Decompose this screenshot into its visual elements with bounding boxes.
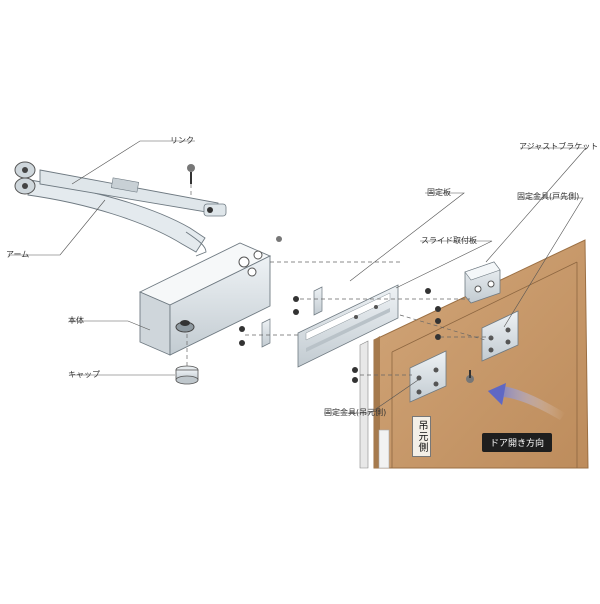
slide-mounting-plate <box>297 284 399 368</box>
cap <box>175 365 199 385</box>
label-link: リンク <box>170 136 194 145</box>
label-arm: アーム <box>6 250 30 259</box>
frame-strip <box>378 429 390 469</box>
closer-body <box>138 242 272 356</box>
door-open-direction-arrow <box>488 383 565 420</box>
label-cap: キャップ <box>68 370 100 379</box>
link-rod <box>39 169 227 217</box>
label-slide-plate: スライド取付板 <box>421 236 477 245</box>
fixed-plate <box>261 286 323 348</box>
hinge-side-tag: 吊元側 <box>412 416 431 457</box>
label-fixing-hinge-side: 固定金具(吊元側) <box>324 408 387 417</box>
label-body: 本体 <box>68 316 84 325</box>
fixing-bracket-hinge-side <box>409 350 447 403</box>
adjust-bracket <box>464 261 501 304</box>
label-fixing-door-side: 固定金具(戸先側) <box>517 192 580 201</box>
door-open-direction-label: ドア開き方向 <box>482 433 553 452</box>
door-panel <box>359 239 589 469</box>
label-fixed-plate: 固定板 <box>427 188 451 197</box>
label-adjust-bracket: アジャストブラケット <box>519 142 599 151</box>
arm-joint <box>14 161 36 195</box>
leader-lines <box>8 140 587 414</box>
assembly-guide-lines <box>186 184 495 376</box>
screws <box>187 164 474 383</box>
